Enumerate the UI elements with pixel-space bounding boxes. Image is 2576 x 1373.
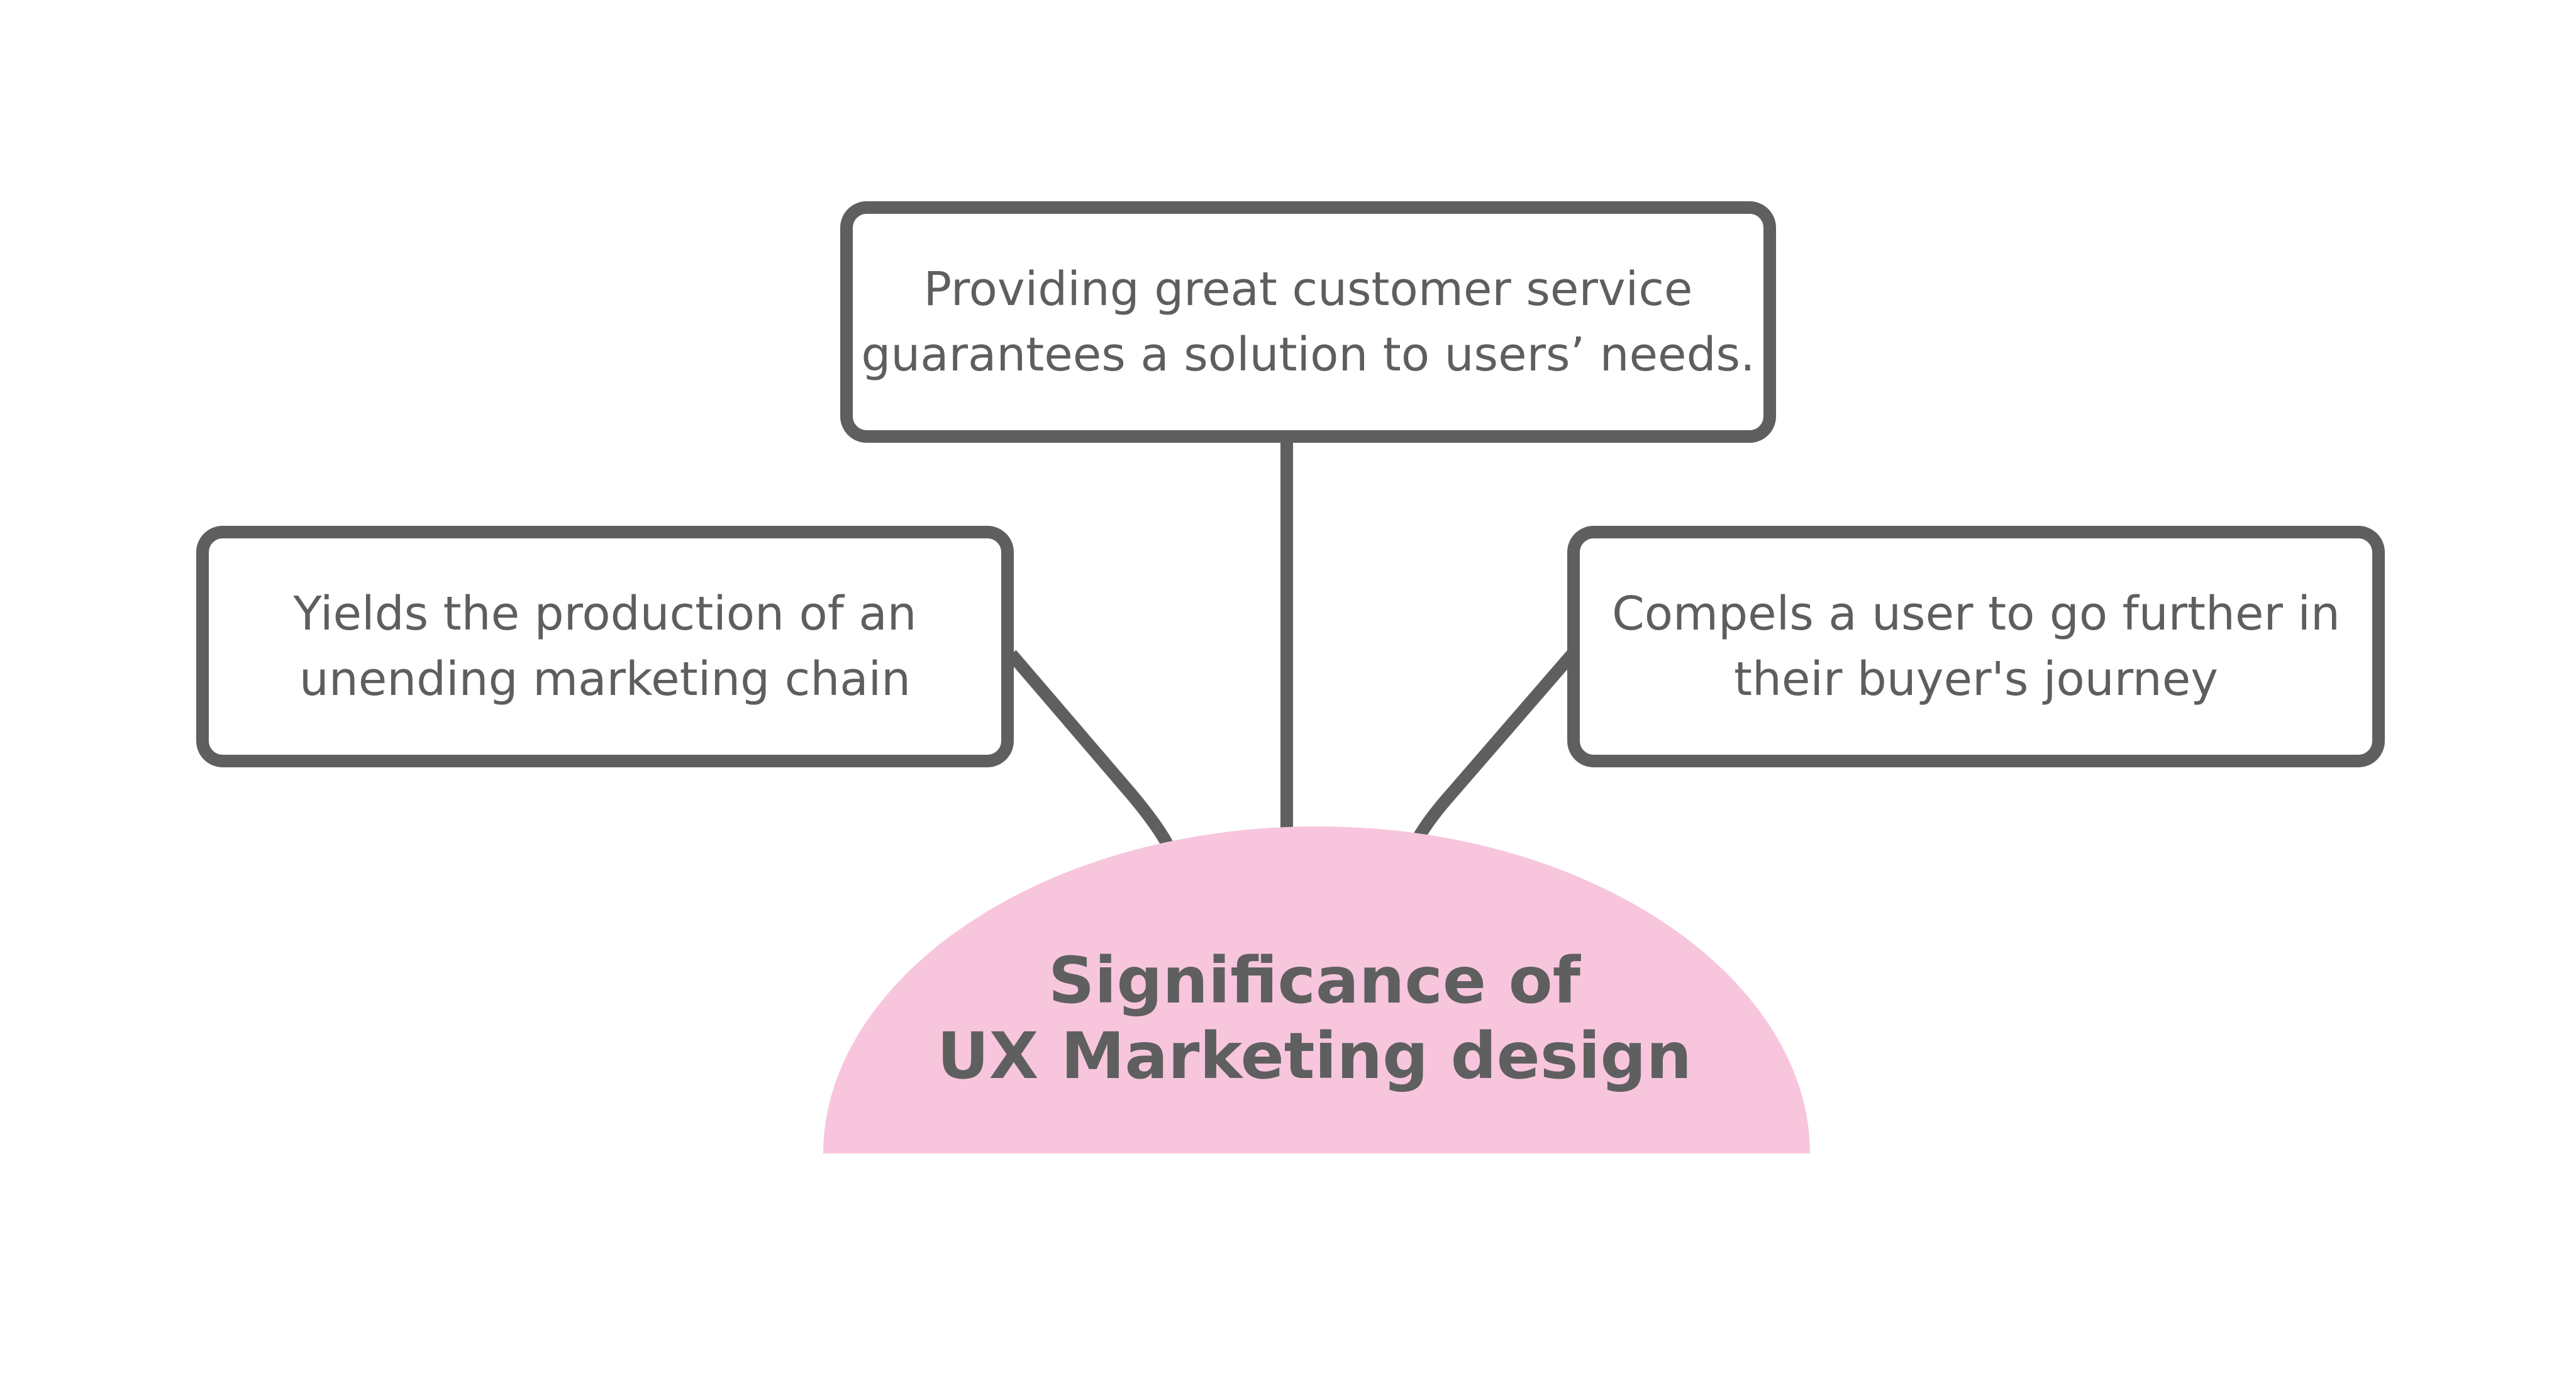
connector-right xyxy=(1406,650,1577,852)
connector-left xyxy=(1006,650,1176,852)
node-box-left: Yields the production of an unending mar… xyxy=(196,526,1014,767)
hub-title: Significance of UX Marketing design xyxy=(936,943,1692,1094)
node-text-right: Compels a user to go further in their bu… xyxy=(1612,587,2340,706)
node-box-top: Providing great customer service guarant… xyxy=(840,201,1776,443)
node-text-left: Yields the production of an unending mar… xyxy=(293,587,917,706)
node-box-right: Compels a user to go further in their bu… xyxy=(1567,526,2385,767)
node-text-top: Providing great customer service guarant… xyxy=(861,262,1755,382)
hub-dome xyxy=(823,826,1810,1153)
